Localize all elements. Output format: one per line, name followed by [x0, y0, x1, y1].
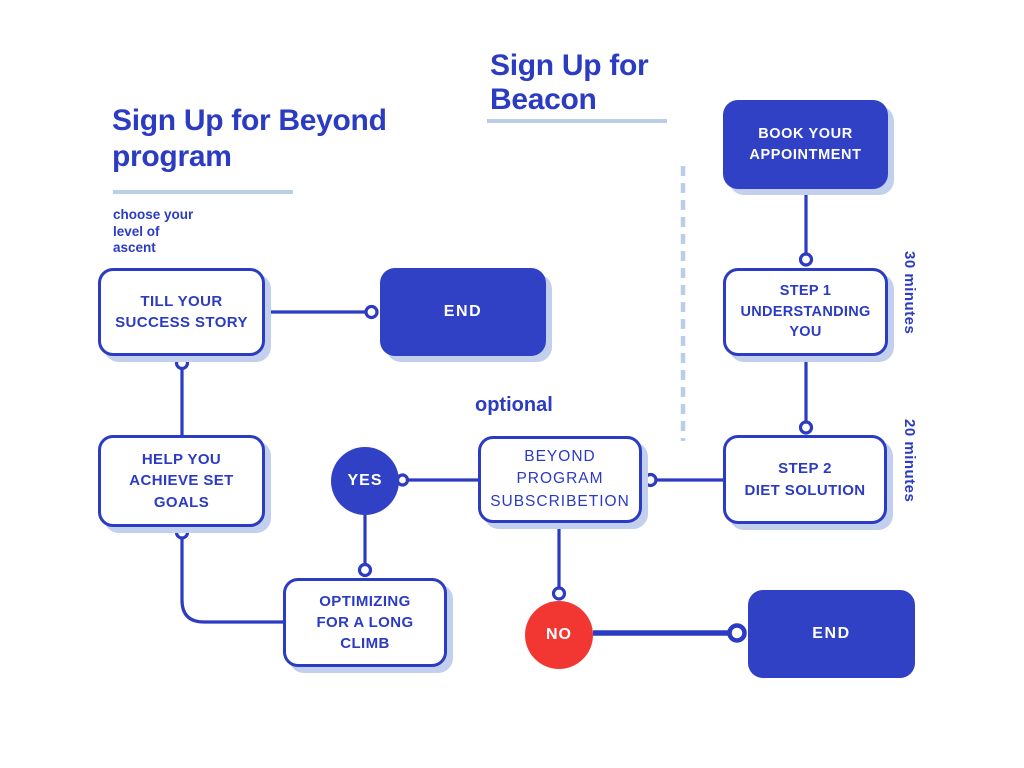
- title-underline-beacon: [487, 119, 667, 123]
- connection-dot: [798, 420, 814, 435]
- connection-dot: [174, 525, 190, 540]
- label-optional: optional: [475, 394, 553, 416]
- node-till-your-success-story: TILL YOUR SUCCESS STORY: [98, 268, 265, 356]
- connection-dot: [364, 304, 379, 320]
- note-choose-level: choose your level of ascent: [113, 207, 194, 256]
- node-step1-understanding-you: STEP 1 UNDERSTANDING YOU: [723, 268, 888, 356]
- node-end-top: END: [380, 268, 546, 356]
- node-yes-circle: YES: [331, 447, 399, 515]
- duration-label-step1: 30 minutes: [901, 251, 918, 335]
- title-underline-beyond: [113, 190, 293, 194]
- connection-dot-large: [727, 623, 747, 643]
- connection-dot: [395, 473, 410, 487]
- node-end-bottom: END: [748, 590, 915, 678]
- node-beyond-program-subscription: BEYOND PROGRAM SUBSCRIBETION: [478, 436, 642, 523]
- page-title-beacon: Sign Up for Beacon: [490, 49, 649, 116]
- connection-dot: [643, 472, 658, 488]
- node-no-circle: NO: [525, 601, 593, 669]
- duration-label-step2: 20 minutes: [901, 419, 918, 503]
- connector-help-to-optimizing: [180, 538, 283, 624]
- node-optimizing-for-a-long-climb: OPTIMIZING FOR A LONG CLIMB: [283, 578, 447, 667]
- connection-dot: [798, 252, 814, 267]
- node-step2-diet-solution: STEP 2 DIET SOLUTION: [723, 435, 887, 524]
- connection-dot: [174, 355, 190, 371]
- connection-dot: [357, 562, 373, 578]
- node-help-you-achieve-set-goals: HELP YOU ACHIEVE SET GOALS: [98, 435, 265, 527]
- connection-dot: [551, 586, 567, 601]
- page-title-beyond-program: Sign Up for Beyond program: [112, 104, 387, 173]
- node-book-your-appointment: BOOK YOUR APPOINTMENT: [723, 100, 888, 189]
